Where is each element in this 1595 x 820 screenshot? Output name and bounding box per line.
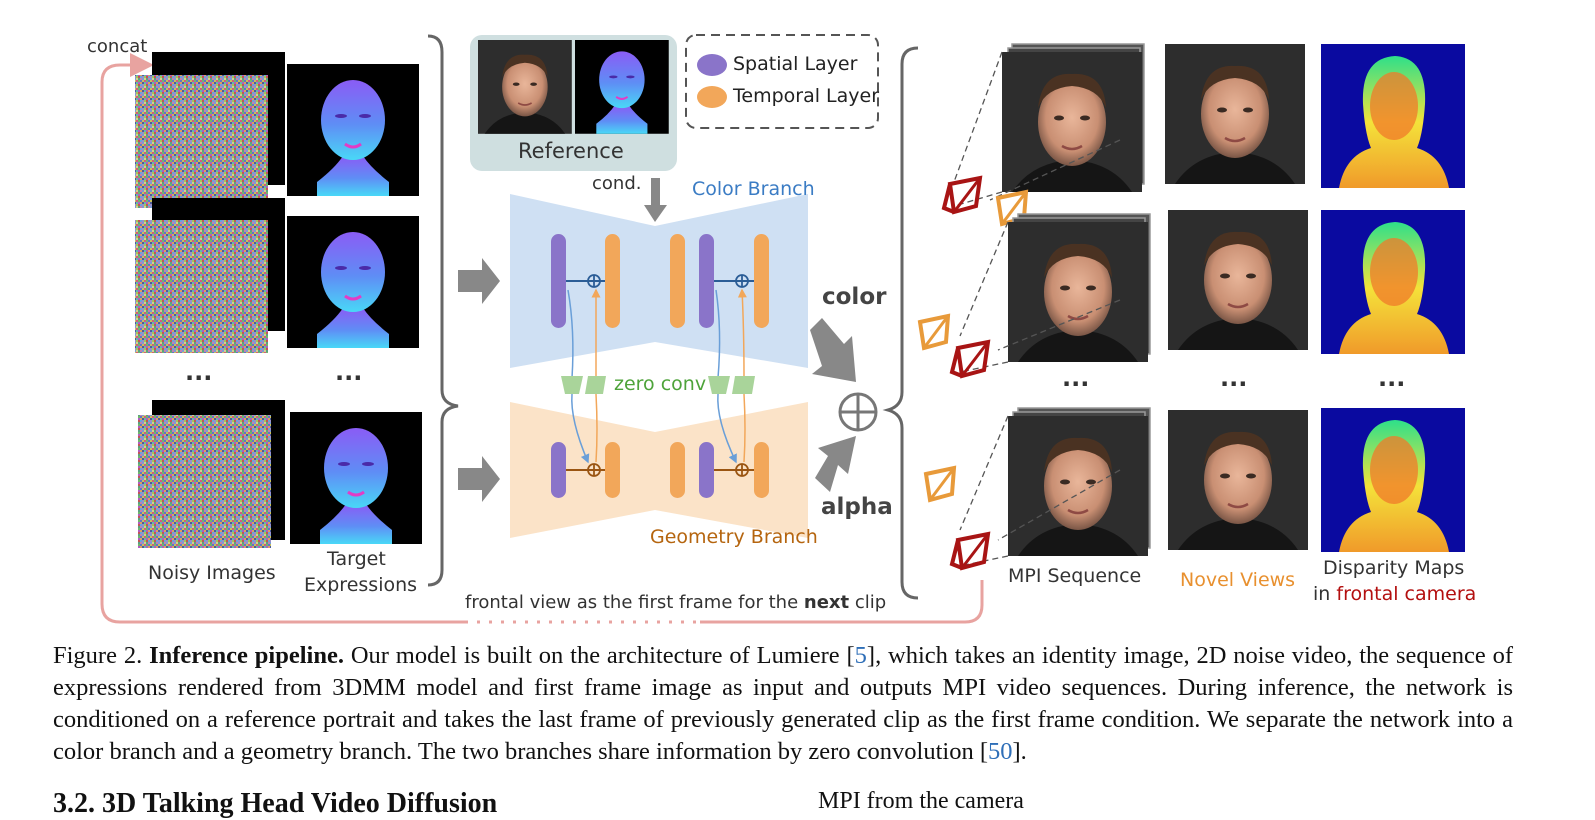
target-expressions-label-2: Expressions (304, 574, 418, 596)
noisy-stack-3 (138, 400, 285, 548)
geometry-branch-label: Geometry Branch (650, 526, 818, 548)
target-expressions-label-1: Target (327, 548, 386, 570)
noisy-stack-1 (135, 52, 285, 208)
alpha-output-label: alpha (821, 494, 893, 520)
left-brace (427, 34, 459, 587)
zero-conv-label: zero conv (614, 373, 707, 395)
pipeline-figure (100, 34, 1465, 624)
legend-spatial-label: Spatial Layer (733, 53, 858, 75)
frontal-camera-text: frontal camera (1336, 583, 1477, 605)
right-brace (882, 46, 919, 600)
caption-fig-num: Figure 2. (53, 642, 143, 669)
caption-text-2: ], which takes an identity image, 2D noi… (53, 642, 1514, 765)
feedback-label: frontal view as the first frame for the … (465, 592, 886, 613)
mpi-sequence-label: MPI Sequence (1008, 565, 1142, 587)
expression-render-1 (285, 62, 421, 198)
color-branch-unet (510, 194, 808, 368)
novel-view-2 (1166, 208, 1310, 352)
disparity-maps-label-2: in frontal camera (1313, 583, 1476, 605)
disparity-map-1 (1321, 44, 1465, 188)
novel-views-label: Novel Views (1180, 569, 1296, 591)
feedback-next: next (803, 592, 850, 613)
mpi-stack-1 (953, 43, 1145, 207)
input-arrow-geometry (458, 456, 500, 502)
ellipsis-noisy: ... (185, 358, 213, 386)
ellipsis-disparity: ... (1378, 364, 1406, 392)
feedback-loop-line (100, 53, 984, 624)
expression-render-3 (288, 410, 424, 546)
caption-ref-zeroconv[interactable]: 50 (987, 738, 1013, 765)
geometry-branch-unet (510, 402, 808, 538)
mpi-stack-3 (959, 407, 1151, 567)
caption-title: Inference pipeline. (149, 642, 344, 669)
ellipsis-expr: ... (335, 358, 363, 386)
reference-label: Reference (518, 139, 624, 163)
input-arrow-color (458, 258, 500, 304)
noisy-images-label: Noisy Images (148, 562, 276, 584)
disparity-in-text: in (1313, 583, 1331, 605)
ellipsis-novel: ... (1220, 364, 1248, 392)
novel-view-1 (1163, 42, 1307, 186)
novel-view-3 (1166, 408, 1310, 552)
concat-label: concat (87, 36, 148, 57)
next-column-text: MPI from the camera (818, 788, 1024, 814)
legend-temporal-swatch (697, 86, 727, 108)
legend-temporal-label: Temporal Layer (733, 85, 880, 107)
caption-text-1: Our model is built on the architecture o… (343, 642, 855, 669)
legend-spatial-swatch (697, 54, 727, 76)
section-heading: 3.2. 3D Talking Head Video Diffusion (53, 788, 498, 819)
figure-caption: Figure 2. Inference pipeline. Our model … (53, 640, 1513, 768)
legend-box (685, 34, 879, 129)
color-out-arrow (810, 318, 856, 382)
color-branch-label: Color Branch (692, 178, 815, 200)
mpi-stack-2 (959, 213, 1151, 373)
disparity-map-2 (1321, 210, 1465, 354)
disparity-map-3 (1321, 408, 1465, 552)
disparity-maps-label-1: Disparity Maps (1323, 557, 1465, 579)
noisy-stack-2 (135, 198, 285, 353)
ellipsis-mpi: ... (1062, 364, 1090, 392)
alpha-out-arrow (815, 436, 856, 492)
caption-text-3: ]. (1012, 738, 1027, 765)
expression-render-2 (285, 214, 421, 350)
color-output-label: color (822, 284, 887, 310)
caption-ref-lumiere[interactable]: 5 (854, 642, 867, 669)
feedback-suffix: clip (854, 592, 887, 613)
zero-conv-block (561, 376, 583, 394)
cond-label: cond. (592, 173, 642, 194)
feedback-prefix: frontal view as the first frame for the (465, 592, 799, 613)
